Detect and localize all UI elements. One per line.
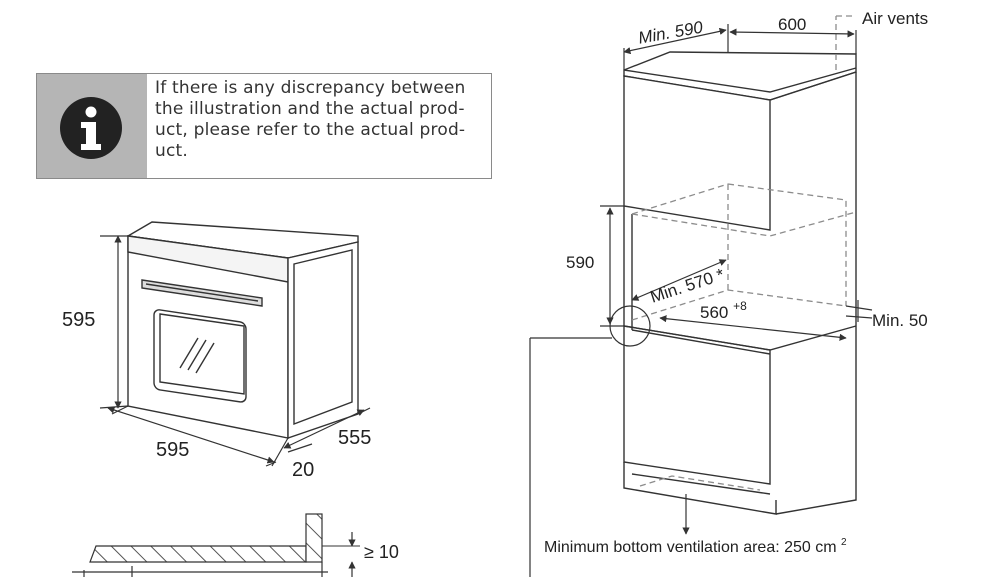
clearance-label: ≥ 10 <box>364 542 399 562</box>
oven-dimensions <box>99 235 371 467</box>
clearance-detail <box>72 513 360 577</box>
info-note-text: If there is any discrepancy between the … <box>155 78 485 162</box>
niche-width-label: 560 +8 <box>700 299 747 322</box>
min-gap-label: Min. 50 <box>872 311 928 330</box>
min-niche-depth-label: Min. 570 * <box>648 265 727 307</box>
niche-width-tolerance: +8 <box>733 299 747 313</box>
oven-door-thickness-label: 20 <box>292 459 314 481</box>
oven-drawing <box>125 221 359 439</box>
cabinet-width-label: 600 <box>778 15 806 34</box>
ventilation-unit-sup: 2 <box>841 537 847 548</box>
air-vents-label: Air vents <box>862 9 928 28</box>
ventilation-text: Minimum bottom ventilation area: 250 cm <box>544 539 837 556</box>
cabinet-min-depth-label: Min. 590 <box>637 18 705 48</box>
oven-depth-label: 555 <box>338 427 371 449</box>
note-line: If there is any discrepancy between <box>155 78 466 98</box>
cabinet-dimensions <box>529 24 873 577</box>
oven-height-label: 595 <box>62 309 95 331</box>
info-icon <box>57 94 125 162</box>
niche-width-value: 560 <box>700 303 728 322</box>
cabinet-niche-dashed <box>631 15 857 491</box>
oven-width-label: 595 <box>156 439 189 461</box>
note-line: the illustration and the actual prod- <box>155 99 465 119</box>
info-icon-cell <box>37 74 147 178</box>
note-line: uct. <box>155 141 188 161</box>
info-note-box: If there is any discrepancy between the … <box>36 73 492 179</box>
note-line: uct, please refer to the actual prod- <box>155 120 466 140</box>
ventilation-label: Minimum bottom ventilation area: 250 cm … <box>544 537 847 556</box>
cabinet-drawing <box>623 51 857 515</box>
niche-height-label: 590 <box>566 253 594 272</box>
